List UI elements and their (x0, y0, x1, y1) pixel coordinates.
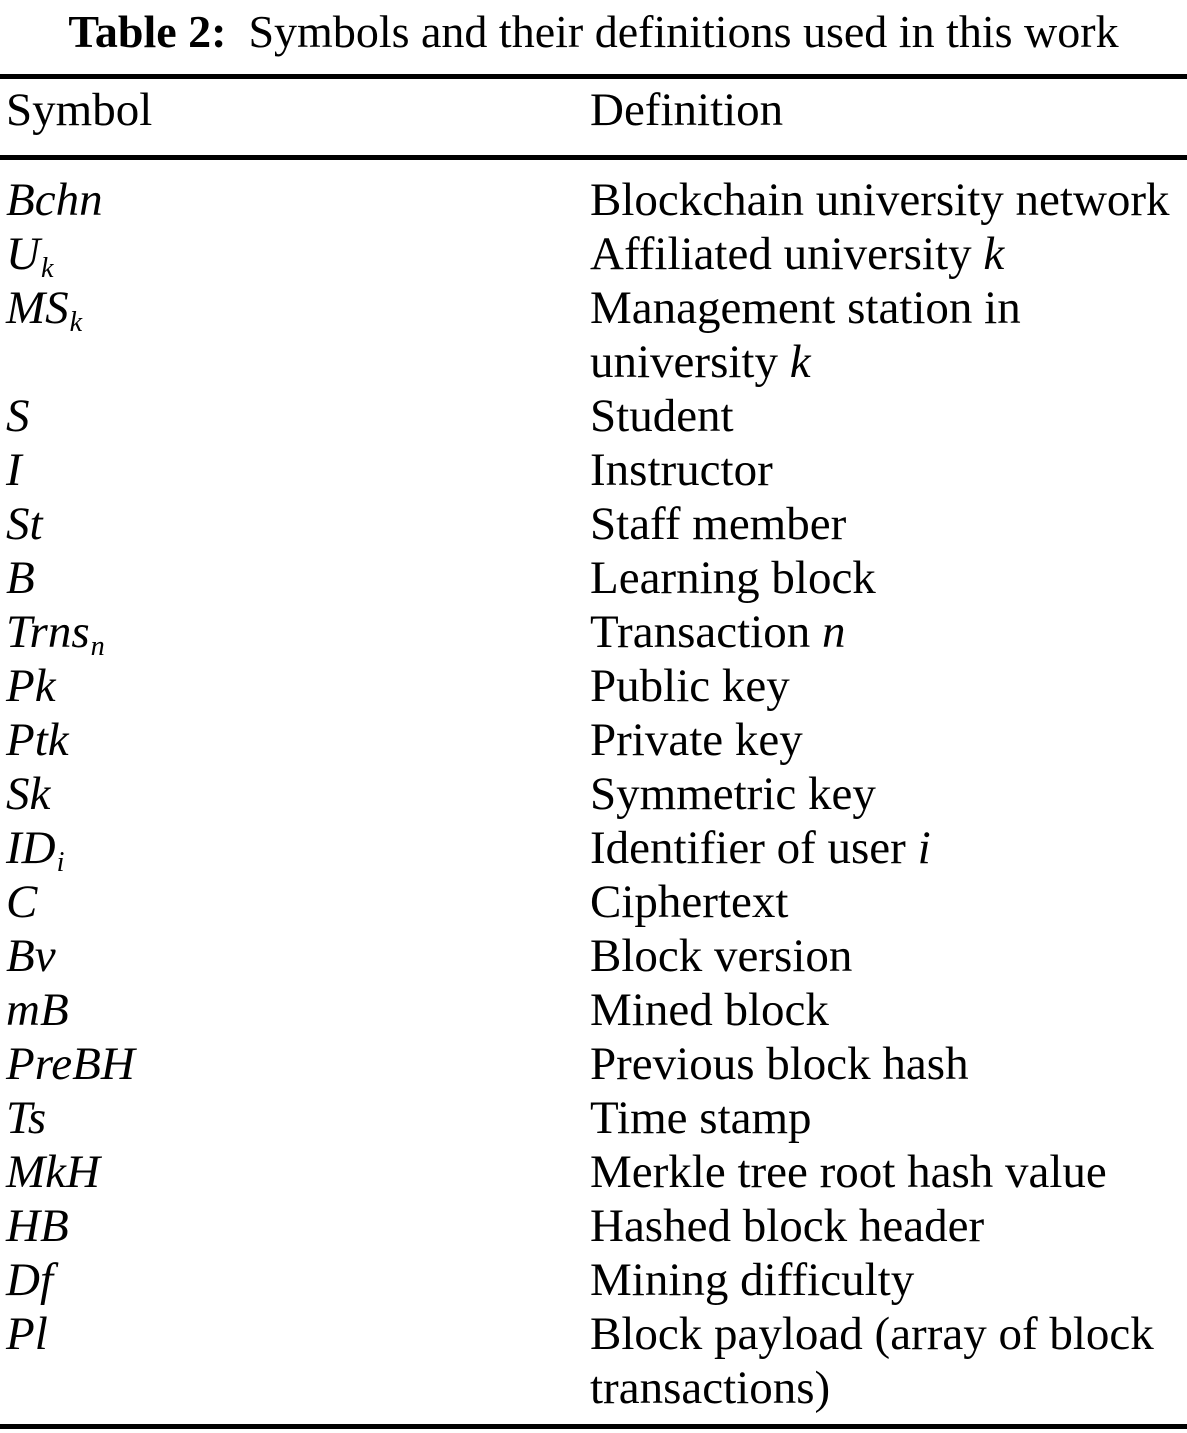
table-row: mB Mined block (0, 983, 1187, 1037)
table-row: St Staff member (0, 497, 1187, 551)
table-caption-text: Symbols and their definitions used in th… (248, 6, 1119, 57)
symbol-cell: PreBH (6, 1038, 135, 1090)
definition-cell: Previous block hash (590, 1038, 969, 1090)
table-row: Uk Affiliated university k (0, 227, 1187, 284)
symbol-cell: B (6, 552, 35, 604)
table-row: Bchn Blockchain university network (0, 173, 1187, 227)
definition-cell: Transaction n (590, 606, 846, 658)
symbol-cell: Df (6, 1254, 53, 1306)
symbol-cell: Bchn (6, 174, 103, 226)
definition-cell: Mined block (590, 984, 829, 1036)
symbol-cell: mB (6, 984, 69, 1036)
table-row: PreBH Previous block hash (0, 1037, 1187, 1091)
table-bottom-rule (0, 1424, 1187, 1429)
table-row: MkH Merkle tree root hash value (0, 1145, 1187, 1199)
table-caption: Table 2: Symbols and their definitions us… (0, 0, 1187, 62)
definition-cell: Staff member (590, 498, 847, 550)
table-header-row: Symbol Definition (0, 79, 1187, 155)
symbol-cell: Uk (6, 228, 54, 284)
symbol-cell: MkH (6, 1146, 100, 1198)
definition-cell: Learning block (590, 552, 876, 604)
table-top-rule (0, 74, 1187, 79)
symbol-cell: Bv (6, 930, 56, 982)
table-row: Trnsn Transaction n (0, 605, 1187, 662)
symbol-cell: Pl (6, 1308, 48, 1360)
definition-cell: Student (590, 390, 734, 442)
table-row: Ptk Private key (0, 713, 1187, 767)
table-row: IDi Identifier of user i (0, 821, 1187, 878)
table-row: S Student (0, 389, 1187, 443)
symbol-cell: S (6, 390, 30, 442)
definition-cell: Merkle tree root hash value (590, 1146, 1107, 1198)
table-row: Sk Symmetric key (0, 767, 1187, 821)
symbol-cell: Sk (6, 768, 51, 820)
column-header-symbol: Symbol (6, 84, 153, 136)
symbol-cell: IDi (6, 822, 65, 878)
symbol-cell: Pk (6, 660, 56, 712)
definition-cell: Hashed block header (590, 1200, 985, 1252)
symbol-cell: St (6, 498, 43, 550)
symbol-cell: MSk (6, 282, 83, 338)
table-row: B Learning block (0, 551, 1187, 605)
table-row: Bv Block version (0, 929, 1187, 983)
definition-cell: Symmetric key (590, 768, 876, 820)
table-row: HB Hashed block header (0, 1199, 1187, 1253)
symbol-cell: C (6, 876, 38, 928)
definition-cell: Public key (590, 660, 790, 712)
definition-cell: Affiliated university k (590, 228, 1005, 280)
symbol-cell: HB (6, 1200, 69, 1252)
symbol-cell: I (6, 444, 22, 496)
table-header-rule (0, 155, 1187, 160)
definition-cell: Identifier of user i (590, 822, 931, 874)
symbol-cell: Trnsn (6, 606, 105, 662)
column-header-definition: Definition (590, 84, 784, 136)
definition-cell: Time stamp (590, 1092, 812, 1144)
definition-cell: Block version (590, 930, 853, 982)
table-row: Df Mining difficulty (0, 1253, 1187, 1307)
table-row: I Instructor (0, 443, 1187, 497)
table-row: Pk Public key (0, 659, 1187, 713)
definition-cell: Ciphertext (590, 876, 789, 928)
table-caption-label: Table 2: (68, 6, 227, 57)
definition-cell: Private key (590, 714, 803, 766)
table-row: C Ciphertext (0, 875, 1187, 929)
symbol-cell: Ptk (6, 714, 69, 766)
definition-cell: Blockchain university network (590, 174, 1170, 226)
definition-cell: Instructor (590, 444, 773, 496)
definition-cell: Mining difficulty (590, 1254, 915, 1306)
table-row: Ts Time stamp (0, 1091, 1187, 1145)
symbol-cell: Ts (6, 1092, 47, 1144)
